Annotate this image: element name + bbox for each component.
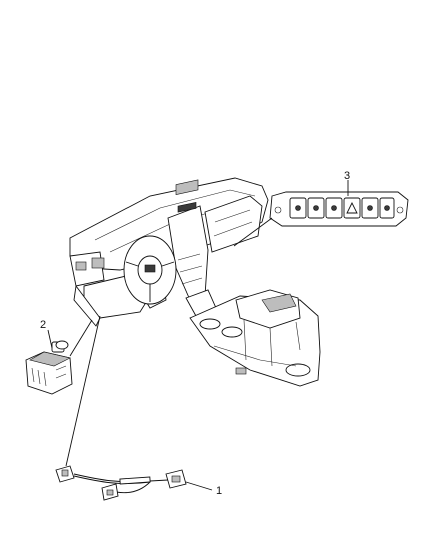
- leader-lines: [47, 180, 349, 491]
- switch-icon: [25, 340, 73, 395]
- callout-3: 3: [344, 170, 350, 182]
- callout-2: 2: [40, 319, 46, 331]
- callout-1: 1: [216, 485, 222, 497]
- wiring-harness-icon: [55, 465, 187, 501]
- switch-bank-icon: [269, 191, 409, 227]
- instrument-panel-icon: [69, 177, 269, 327]
- center-console-icon: [189, 289, 321, 387]
